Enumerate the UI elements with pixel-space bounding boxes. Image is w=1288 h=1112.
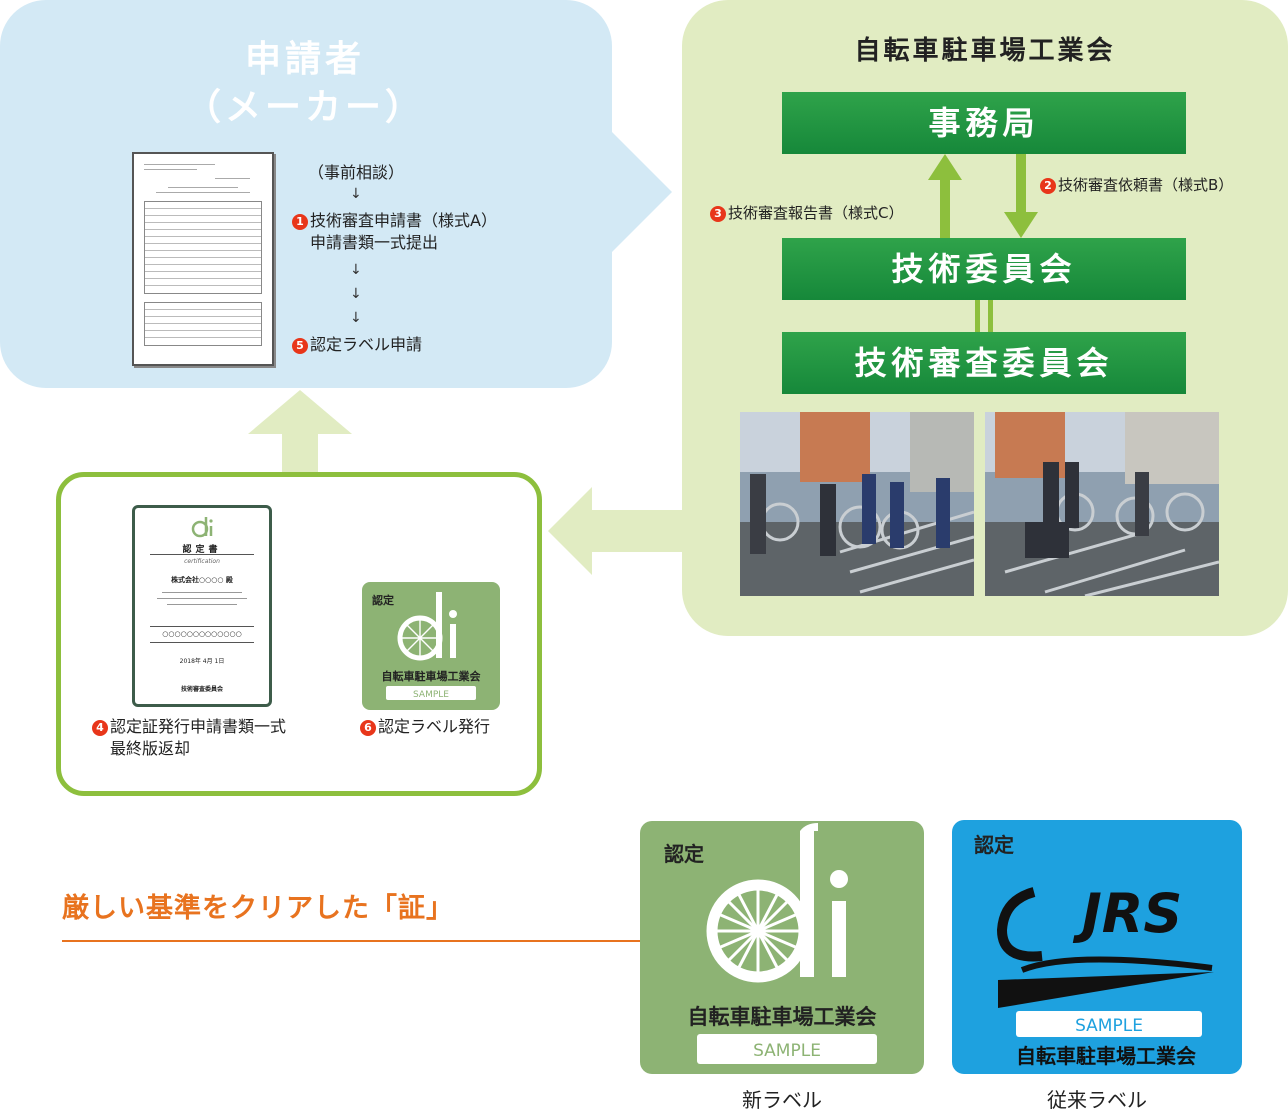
certificate-text-line: [157, 598, 247, 599]
pre-consultation-text: （事前相談）: [308, 163, 405, 182]
slogan-text: 厳しい基準をクリアした「証」: [62, 893, 454, 924]
inspection-photo-left: [740, 412, 974, 596]
request-form-b-label: 技術審査依頼書（様式B）: [1058, 176, 1234, 194]
step3-number-badge: 3: [710, 206, 726, 222]
flow-arrow-down-icon: ↓: [350, 186, 362, 202]
step5-number-badge: 5: [292, 338, 308, 354]
certificate-rule: [150, 626, 254, 627]
certificate-text-line: [162, 592, 242, 593]
issuance-arrow-left-body: [590, 510, 682, 552]
report-form-c-label: 技術審査報告書（様式C）: [728, 204, 904, 222]
certificate-image: [132, 505, 272, 707]
certificate-logo-icon: [191, 517, 213, 538]
old-label-kanji: 認定: [974, 833, 1014, 857]
request-arrow-head-icon: [1004, 212, 1038, 238]
secretariat-box: 事務局: [782, 92, 1186, 154]
step1-line2: 申請書類一式提出: [310, 233, 439, 252]
old-label-image: 認定 JRS SAMPLE 自転車駐車場工業会: [952, 820, 1242, 1074]
old-label-jrs-mark-icon: [996, 887, 1214, 1008]
issued-label-sample: SAMPLE: [413, 690, 449, 700]
step5-label: 認定ラベル申請: [310, 335, 423, 354]
step4-line2: 最終版返却: [110, 739, 191, 758]
old-label-sample: SAMPLE: [1075, 1016, 1143, 1036]
return-arrow-up-body: [282, 432, 318, 474]
new-label-sample: SAMPLE: [753, 1041, 821, 1061]
flow-arrow-down-icon: ↓: [350, 310, 362, 326]
applicant-panel: [0, 0, 612, 388]
step6-number-badge: 6: [360, 720, 376, 736]
step4-line1: 認定証発行申請書類一式: [110, 717, 287, 736]
return-arrow-up-icon: [248, 390, 352, 434]
request-arrow-down-icon: [1016, 154, 1026, 214]
committee-link-line: [988, 300, 993, 332]
step1-number-badge: 1: [292, 214, 308, 230]
applicant-bubble-tail: [600, 120, 672, 264]
committee-link-line: [975, 300, 980, 332]
applicant-title-line1: 申請者: [244, 39, 365, 80]
certificate-date: 2018年 4月 1日: [179, 658, 225, 665]
report-arrow-head-icon: [928, 154, 962, 180]
technical-review-committee-box: 技術審査委員会: [782, 332, 1186, 394]
new-label-image: 認定 自転車駐車場工業会 SAMPLE: [640, 821, 924, 1074]
new-label-kanji: 認定: [664, 842, 704, 866]
certificate-text-line: [167, 604, 237, 605]
slogan-underline: [62, 940, 640, 942]
new-label-org: 自転車駐車場工業会: [688, 1005, 877, 1029]
certificate-rule: [150, 554, 254, 555]
old-label-org: 自転車駐車場工業会: [1016, 1044, 1196, 1068]
issued-label-kanji: 認定: [372, 593, 394, 607]
certificate-product-name: ○○○○○○○○○○○○○: [162, 630, 242, 638]
certificate-title: 認定書: [182, 545, 222, 555]
application-form-image: [132, 152, 274, 366]
new-label-wheel-icon: [706, 823, 848, 983]
inspection-photo-right: [985, 412, 1219, 596]
issued-label-wheel-icon: [397, 592, 457, 661]
certificate-rule: [150, 642, 254, 643]
step1-line1: 技術審査申請書（様式A）: [310, 211, 497, 230]
issued-label-org: 自転車駐車場工業会: [382, 669, 482, 683]
step6-label: 認定ラベル発行: [378, 717, 491, 736]
report-arrow-up-icon: [940, 178, 950, 238]
flow-arrow-down-icon: ↓: [350, 262, 362, 278]
technical-committee-box: 技術委員会: [782, 238, 1186, 300]
issuance-arrow-left-icon: [548, 487, 592, 575]
old-label-caption: 従来ラベル: [1047, 1088, 1147, 1112]
step4-number-badge: 4: [92, 720, 108, 736]
step2-number-badge: 2: [1040, 178, 1056, 194]
old-label-jrs-text: JRS: [1073, 882, 1183, 945]
association-title: 自転車駐車場工業会: [854, 36, 1116, 66]
new-label-caption: 新ラベル: [742, 1088, 822, 1112]
certificate-subtitle: certification: [184, 558, 220, 565]
certificate-committee: 技術審査委員会: [180, 686, 223, 693]
certificate-recipient: 株式会社○○○○ 殿: [171, 576, 233, 584]
issued-label-image: 認定 自転車駐車場工業会 SAMPLE: [362, 582, 500, 710]
applicant-title-line2: （メーカー）: [184, 87, 425, 128]
applicant-title: 申請者 （メーカー）: [180, 36, 430, 132]
flow-arrow-down-icon: ↓: [350, 286, 362, 302]
